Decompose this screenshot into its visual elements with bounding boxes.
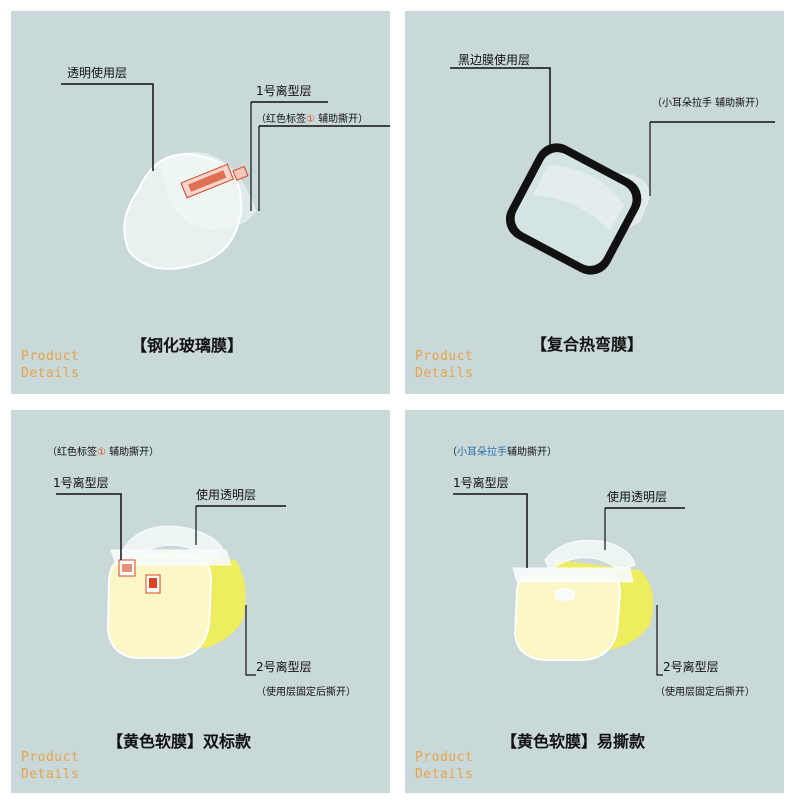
product-word: Product [415, 750, 474, 765]
red-circled-number: ① [97, 447, 106, 458]
label-release-layer-1: 1号离型层 [453, 476, 509, 490]
label-ear-tab-suffix: 辅助撕开） [507, 447, 557, 458]
label-release-layer-1: 1号离型层 [53, 476, 109, 490]
label-ear-tab-highlight: 小耳朵拉手 [457, 447, 507, 458]
product-word: Product [415, 349, 474, 364]
label-use-transparent-layer: 使用透明层 [607, 490, 668, 504]
red-circled-number: ① [306, 114, 315, 125]
panel-yellow-soft-dual-tag: （红色标签① 辅助撕开） 1号离型层 使用透明层 2号离型层 （使用层固定后撕开… [11, 410, 390, 793]
curved-film-illustration [450, 67, 775, 275]
label-red-tag-prefix: （红色标签 [47, 447, 97, 458]
details-word: Details [21, 767, 80, 782]
label-release-layer-2: 2号离型层 [663, 660, 719, 674]
panel-title: 【复合热弯膜】 [531, 335, 644, 354]
tempered-glass-illustration [61, 83, 390, 270]
details-word: Details [415, 767, 474, 782]
label-ear-tab-note: （小耳朵拉手辅助撕开） [447, 446, 557, 460]
panel-composite-curved: 黑边膜使用层 （小耳朵拉手 辅助撕开） 【复合热弯膜】 Product Deta… [405, 11, 784, 394]
label-peel-after-fix-note: （使用层固定后撕开） [256, 687, 356, 698]
label-transparent-use-layer: 透明使用层 [67, 66, 128, 80]
label-red-tag-note: （红色标签① 辅助撕开） [47, 446, 159, 460]
label-red-tag-note: （红色标签① 辅助撕开） [256, 113, 368, 127]
product-details-caption: Product Details [415, 348, 473, 382]
label-red-tag-prefix: （红色标签 [256, 114, 306, 125]
label-peel-after-fix-note: （使用层固定后撕开） [655, 687, 755, 698]
details-word: Details [415, 366, 474, 381]
label-release-layer-2: 2号离型层 [256, 660, 312, 674]
panel-tempered-glass: 透明使用层 1号离型层 （红色标签① 辅助撕开） 【钢化玻璃膜】 Product… [11, 11, 390, 394]
label-ear-tab-prefix: （ [447, 447, 457, 458]
panel-title: 【钢化玻璃膜】 [131, 336, 244, 355]
label-red-tag-suffix: 辅助撕开） [314, 114, 369, 125]
product-details-caption: Product Details [21, 749, 79, 783]
label-black-edge-use-layer: 黑边膜使用层 [458, 53, 531, 67]
product-details-caption: Product Details [415, 749, 473, 783]
details-word: Details [21, 366, 80, 381]
label-red-tag-suffix: 辅助撕开） [105, 447, 160, 458]
soft-film-easy-peel-illustration [453, 493, 685, 676]
panel-title: 【黄色软膜】双标款 [107, 732, 252, 751]
soft-film-dual-tag-illustration [56, 493, 286, 676]
product-details-caption: Product Details [21, 348, 79, 382]
panel-title: 【黄色软膜】易撕款 [501, 732, 646, 751]
label-release-layer-1: 1号离型层 [256, 84, 312, 98]
panel-yellow-soft-easy-peel: （小耳朵拉手辅助撕开） 1号离型层 使用透明层 2号离型层 （使用层固定后撕开）… [405, 410, 784, 793]
product-word: Product [21, 349, 80, 364]
label-ear-tab-note: （小耳朵拉手 辅助撕开） [652, 98, 766, 109]
product-word: Product [21, 750, 80, 765]
label-use-transparent-layer: 使用透明层 [196, 488, 257, 502]
